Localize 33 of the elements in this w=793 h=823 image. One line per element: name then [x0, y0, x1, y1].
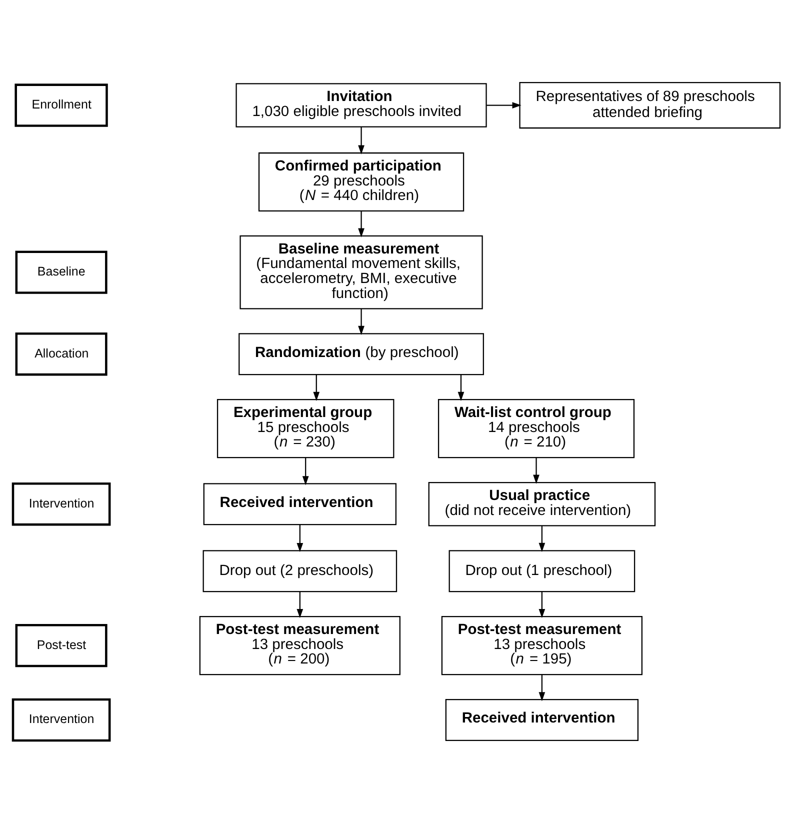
arrow: [302, 458, 309, 486]
node-box: Intervention: [12, 698, 111, 742]
arrow: [538, 526, 546, 552]
node-box: Experimental group 15 preschools (n = 230): [216, 399, 394, 458]
arrow: [296, 524, 304, 552]
arrow: [486, 102, 522, 108]
node-box: Post-test measurement 13 preschools (n = 200): [199, 616, 400, 676]
node-box: Post-test: [15, 624, 108, 668]
node-box: Representatives of 89 preschools attended briefing: [519, 82, 781, 129]
arrow: [458, 374, 464, 402]
arrow: [533, 458, 540, 484]
node-box: Received intervention: [445, 698, 639, 742]
node-box: Baseline measurement (Fundamental movement skills, accelerometry, BMI, executive function): [240, 235, 483, 310]
node-box: Invitation 1,030 eligible preschools invited: [236, 83, 487, 128]
node-box: Allocation: [15, 332, 108, 376]
arrow: [358, 127, 364, 154]
node-box: Confirmed participation 29 preschools (N = 440 children): [258, 152, 464, 212]
arrow: [538, 674, 546, 702]
node-box: Randomization (by preschool): [238, 333, 484, 376]
node-box: Received intervention: [203, 483, 396, 526]
node-box: Drop out (1 preschool): [448, 550, 636, 592]
node-box: Usual practice (did not receive intervention): [428, 482, 656, 526]
node-box: Post-test measurement 13 preschools (n = 195): [441, 616, 642, 676]
node-box: Intervention: [12, 482, 111, 526]
arrow: [313, 374, 320, 402]
node-box: Baseline: [15, 250, 108, 294]
arrow: [296, 592, 304, 618]
arrow: [538, 592, 546, 618]
node-box: Enrollment: [14, 84, 108, 127]
arrow: [358, 211, 364, 238]
node-box: Wait-list control group 14 preschools (n = 210): [438, 399, 635, 458]
node-box: Drop out (2 preschools): [202, 550, 398, 592]
arrow: [358, 308, 364, 335]
